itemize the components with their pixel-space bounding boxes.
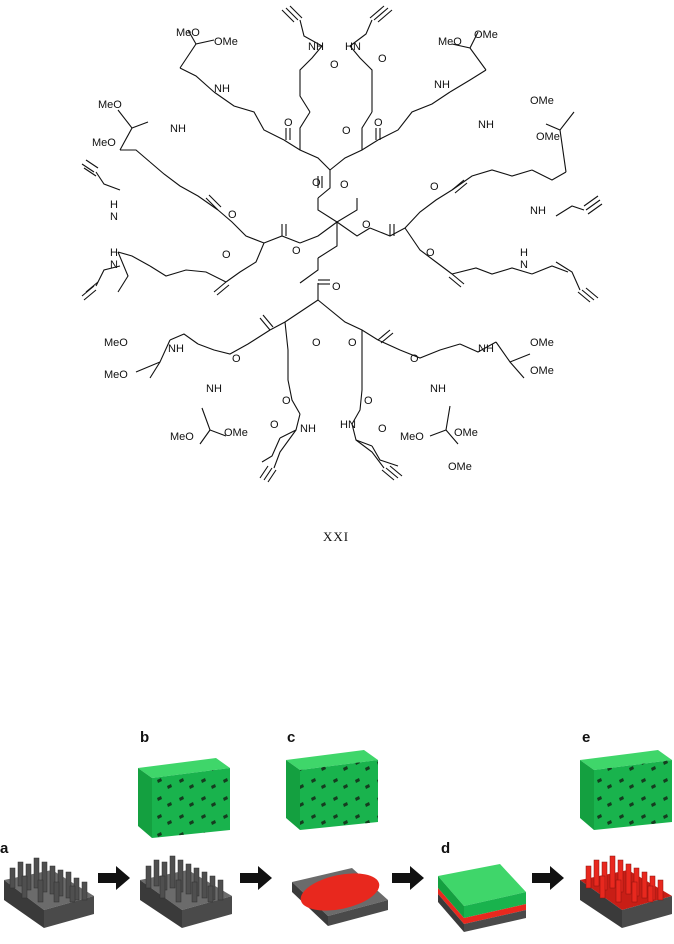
atom-label: OMe	[454, 427, 478, 439]
acetal-bonds	[118, 30, 574, 466]
atom-label: NH	[214, 83, 230, 95]
atom-label: O	[410, 353, 419, 365]
atom-label: O	[430, 181, 439, 193]
peripheral-arm-bonds	[118, 46, 568, 446]
atom-label: O	[292, 245, 301, 257]
atom-label: H	[110, 199, 118, 211]
atom-label: NH	[170, 123, 186, 135]
pillar-substrate-b	[140, 856, 232, 928]
atom-label: O	[378, 423, 387, 435]
panel-label-d: d	[441, 840, 450, 857]
atom-label: O	[374, 117, 383, 129]
red-film-substrate-c	[292, 867, 388, 926]
red-pillar-array-e	[580, 856, 672, 928]
panel-label-c: c	[287, 729, 295, 746]
atom-label: N	[520, 259, 528, 271]
atom-label: O	[340, 179, 349, 191]
atom-label: O	[378, 53, 387, 65]
panel-label-b: b	[140, 729, 149, 746]
atom-label: OMe	[474, 29, 498, 41]
atom-label: O	[284, 117, 293, 129]
atom-label: O	[342, 125, 351, 137]
generation-1-bonds	[218, 112, 452, 340]
panel-label-e: e	[582, 729, 590, 746]
atom-label: OMe	[214, 36, 238, 48]
atom-label: MeO	[92, 137, 116, 149]
atom-label: O	[330, 59, 339, 71]
atom-label: O	[362, 219, 371, 231]
atom-label: H	[520, 247, 528, 259]
dendrimer-structure	[82, 6, 602, 482]
atom-label: OMe	[224, 427, 248, 439]
atom-label: HN	[340, 419, 356, 431]
atom-labels: MeO OMe MeO OMe NH HN O O NH NH MeO MeO …	[92, 27, 560, 473]
atom-label: N	[110, 211, 118, 223]
arrow-c-to-d	[392, 866, 424, 890]
atom-label: N	[110, 259, 118, 271]
atom-label: NH	[168, 343, 184, 355]
atom-label: NH	[300, 423, 316, 435]
pillar-substrate-a	[4, 858, 94, 928]
atom-label: OMe	[448, 461, 472, 473]
atom-label: O	[312, 337, 321, 349]
atom-label: HN	[345, 41, 361, 53]
atom-label: MeO	[176, 27, 200, 39]
atom-label: O	[270, 419, 279, 431]
panel-label-a: a	[0, 840, 9, 857]
stacked-assembly-d	[438, 864, 526, 932]
alkyne-bonds	[82, 6, 602, 482]
atom-label: O	[348, 337, 357, 349]
atom-label: NH	[530, 205, 546, 217]
atom-label: MeO	[400, 431, 424, 443]
atom-label: NH	[308, 41, 324, 53]
atom-label: O	[222, 249, 231, 261]
atom-label: O	[312, 177, 321, 189]
atom-label: NH	[434, 79, 450, 91]
green-replica-e	[580, 750, 672, 830]
atom-label: O	[364, 395, 373, 407]
atom-label: MeO	[98, 99, 122, 111]
atom-label: NH	[430, 383, 446, 395]
arrow-b-to-c	[240, 866, 272, 890]
atom-label: MeO	[104, 337, 128, 349]
atom-label: O	[228, 209, 237, 221]
green-replica-b	[138, 758, 230, 838]
atom-label: O	[282, 395, 291, 407]
atom-label: O	[232, 353, 241, 365]
compound-label: XXI	[323, 529, 349, 544]
atom-label: OMe	[530, 337, 554, 349]
core-bonds	[264, 198, 405, 283]
arrow-a-to-b	[98, 866, 130, 890]
atom-label: NH	[478, 119, 494, 131]
atom-label: MeO	[170, 431, 194, 443]
green-replica-c	[286, 750, 378, 830]
atom-label: O	[426, 247, 435, 259]
atom-label: OMe	[530, 365, 554, 377]
atom-label: OMe	[530, 95, 554, 107]
atom-label: NH	[478, 343, 494, 355]
atom-label: MeO	[438, 36, 462, 48]
arrow-d-to-e	[532, 866, 564, 890]
fabrication-scheme: a b c d e	[0, 729, 672, 932]
atom-label: O	[332, 281, 341, 293]
atom-label: OMe	[536, 131, 560, 143]
atom-label: NH	[206, 383, 222, 395]
atom-label: MeO	[104, 369, 128, 381]
atom-label: H	[110, 247, 118, 259]
